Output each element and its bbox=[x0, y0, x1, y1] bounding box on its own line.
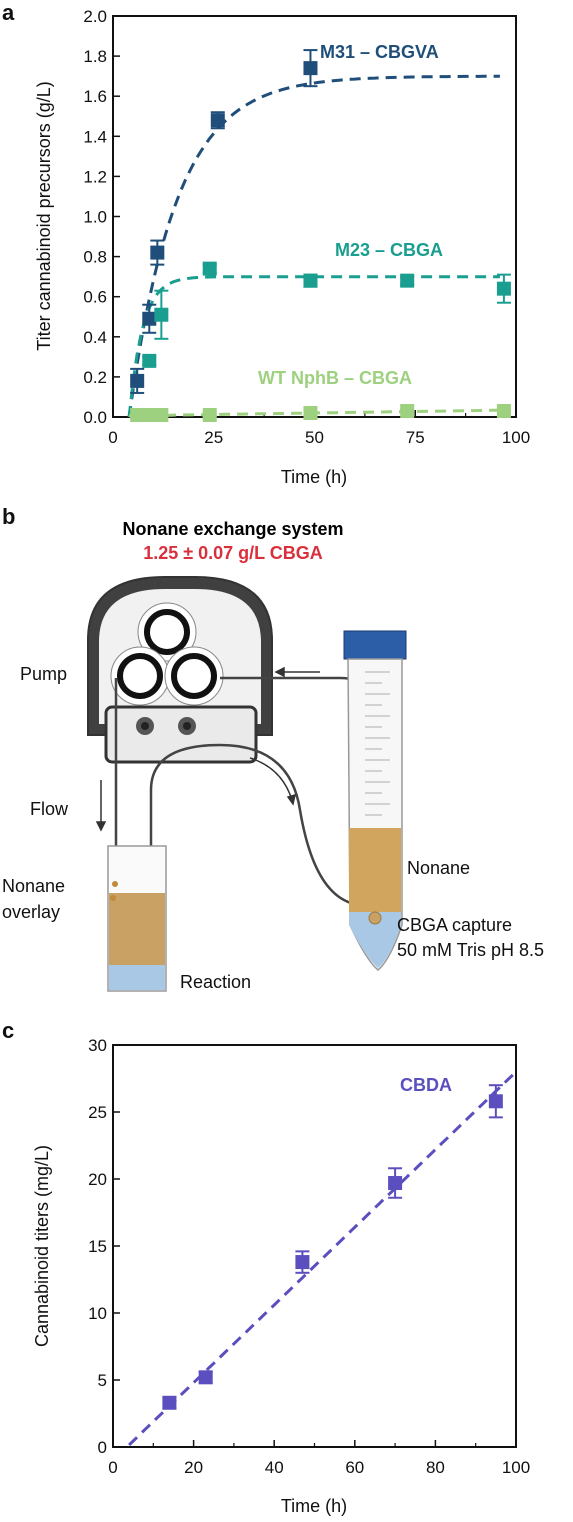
y-tick-label: 5 bbox=[98, 1371, 107, 1390]
data-point bbox=[198, 1370, 213, 1385]
label-flow: Flow bbox=[30, 799, 69, 819]
data-point bbox=[162, 1395, 177, 1410]
data-point bbox=[400, 273, 415, 288]
fit-line-series-0 bbox=[127, 74, 500, 418]
data-point bbox=[130, 407, 145, 422]
x-tick-label: 60 bbox=[345, 1458, 364, 1477]
y-tick-label: 15 bbox=[88, 1237, 107, 1256]
label-capture-1: CBGA capture bbox=[397, 915, 512, 935]
x-tick-label: 75 bbox=[406, 428, 425, 447]
diagram-title: Nonane exchange system bbox=[122, 519, 343, 539]
data-point bbox=[130, 373, 145, 388]
panel-label-b: b bbox=[2, 504, 15, 529]
y-tick-label: 0.6 bbox=[83, 288, 107, 307]
panel-label-c: c bbox=[2, 1018, 14, 1043]
panel-label-a: a bbox=[2, 0, 15, 25]
y-tick-label: 0.2 bbox=[83, 368, 107, 387]
y-tick-label: 10 bbox=[88, 1304, 107, 1323]
y-tick-label: 0.0 bbox=[83, 408, 107, 427]
series-label-m23: M23 – CBGA bbox=[335, 240, 443, 260]
falcon-tube bbox=[343, 630, 407, 971]
label-nonane: Nonane bbox=[407, 858, 470, 878]
data-point bbox=[496, 281, 511, 296]
x-tick-label: 20 bbox=[184, 1458, 203, 1477]
data-point bbox=[303, 61, 318, 76]
chart-c-ticks: 0 5 10 15 20 25 30 0 20 40 60 80 100 bbox=[88, 1036, 530, 1477]
x-tick-label: 50 bbox=[305, 428, 324, 447]
label-overlay-1: Nonane bbox=[2, 876, 65, 896]
reaction-vial bbox=[107, 845, 167, 992]
pump-illustration bbox=[87, 576, 273, 764]
x-tick-label: 100 bbox=[502, 1458, 530, 1477]
diagram-subtitle: 1.25 ± 0.07 g/L CBGA bbox=[143, 543, 323, 563]
data-point bbox=[142, 311, 157, 326]
data-point bbox=[388, 1176, 403, 1191]
chart-a-ylabel: Titer cannabinoid precursors (g/L) bbox=[34, 81, 54, 350]
data-point bbox=[496, 403, 511, 418]
y-tick-label: 0 bbox=[98, 1438, 107, 1457]
data-point bbox=[154, 407, 169, 422]
x-tick-label: 25 bbox=[204, 428, 223, 447]
data-point bbox=[142, 353, 157, 368]
data-point bbox=[154, 307, 169, 322]
label-reaction: Reaction bbox=[180, 972, 251, 992]
data-point bbox=[303, 405, 318, 420]
y-tick-label: 1.0 bbox=[83, 208, 107, 227]
chart-a: 0.0 0.2 0.4 0.6 0.8 1.0 1.2 1.4 1.6 1.8 2.0 0 25 50 75… bbox=[34, 7, 530, 487]
chart-a-xlabel: Time (h) bbox=[281, 467, 347, 487]
y-tick-label: 0.8 bbox=[83, 248, 107, 267]
chart-c-ylabel: Cannabinoid titers (mg/L) bbox=[32, 1145, 52, 1347]
data-point bbox=[303, 273, 318, 288]
y-tick-label: 0.4 bbox=[83, 328, 107, 347]
data-point bbox=[295, 1255, 310, 1270]
y-tick-label: 1.8 bbox=[83, 47, 107, 66]
y-tick-label: 25 bbox=[88, 1103, 107, 1122]
chart-c-points bbox=[162, 1084, 503, 1410]
x-tick-label: 40 bbox=[265, 1458, 284, 1477]
y-tick-label: 1.4 bbox=[83, 127, 107, 146]
series-label-wt: WT NphB – CBGA bbox=[258, 368, 412, 388]
flow-arrows bbox=[95, 666, 320, 832]
chart-c-frame bbox=[112, 1044, 517, 1448]
data-point bbox=[400, 403, 415, 418]
chart-a-fit-lines bbox=[127, 74, 500, 418]
series-label-m31: M31 – CBGVA bbox=[320, 42, 439, 62]
label-pump: Pump bbox=[20, 664, 67, 684]
x-tick-label: 0 bbox=[108, 428, 117, 447]
chart-a-ticks: 0.0 0.2 0.4 0.6 0.8 1.0 1.2 1.4 1.6 1.8 2.0 0 25 50 75… bbox=[83, 7, 530, 447]
chart-c-fit-lines bbox=[128, 1070, 518, 1446]
chart-a-frame bbox=[112, 15, 517, 418]
y-tick-label: 2.0 bbox=[83, 7, 107, 26]
data-point bbox=[210, 113, 225, 128]
chart-c-xlabel: Time (h) bbox=[281, 1496, 347, 1516]
nonane-exchange-diagram: Nonane exchange system 1.25 ± 0.07 g/L C… bbox=[2, 519, 544, 992]
chart-a-points bbox=[130, 49, 511, 422]
x-tick-label: 80 bbox=[426, 1458, 445, 1477]
y-tick-label: 20 bbox=[88, 1170, 107, 1189]
data-point bbox=[142, 407, 157, 422]
data-point bbox=[202, 407, 217, 422]
y-tick-label: 1.2 bbox=[83, 167, 107, 186]
y-tick-label: 30 bbox=[88, 1036, 107, 1055]
y-tick-label: 1.6 bbox=[83, 87, 107, 106]
series-label-cbda: CBDA bbox=[400, 1075, 452, 1095]
fit-line-series-1 bbox=[127, 275, 500, 418]
data-point bbox=[488, 1094, 503, 1109]
label-overlay-2: overlay bbox=[2, 902, 60, 922]
label-capture-2: 50 mM Tris pH 8.5 bbox=[397, 940, 544, 960]
chart-c: 0 5 10 15 20 25 30 0 20 40 60 80 100 CBDA Time (h) C… bbox=[32, 1036, 530, 1516]
fit-line-series-0 bbox=[128, 1070, 518, 1446]
data-point bbox=[150, 245, 165, 260]
data-point bbox=[202, 261, 217, 276]
x-tick-label: 100 bbox=[502, 428, 530, 447]
x-tick-label: 0 bbox=[108, 1458, 117, 1477]
